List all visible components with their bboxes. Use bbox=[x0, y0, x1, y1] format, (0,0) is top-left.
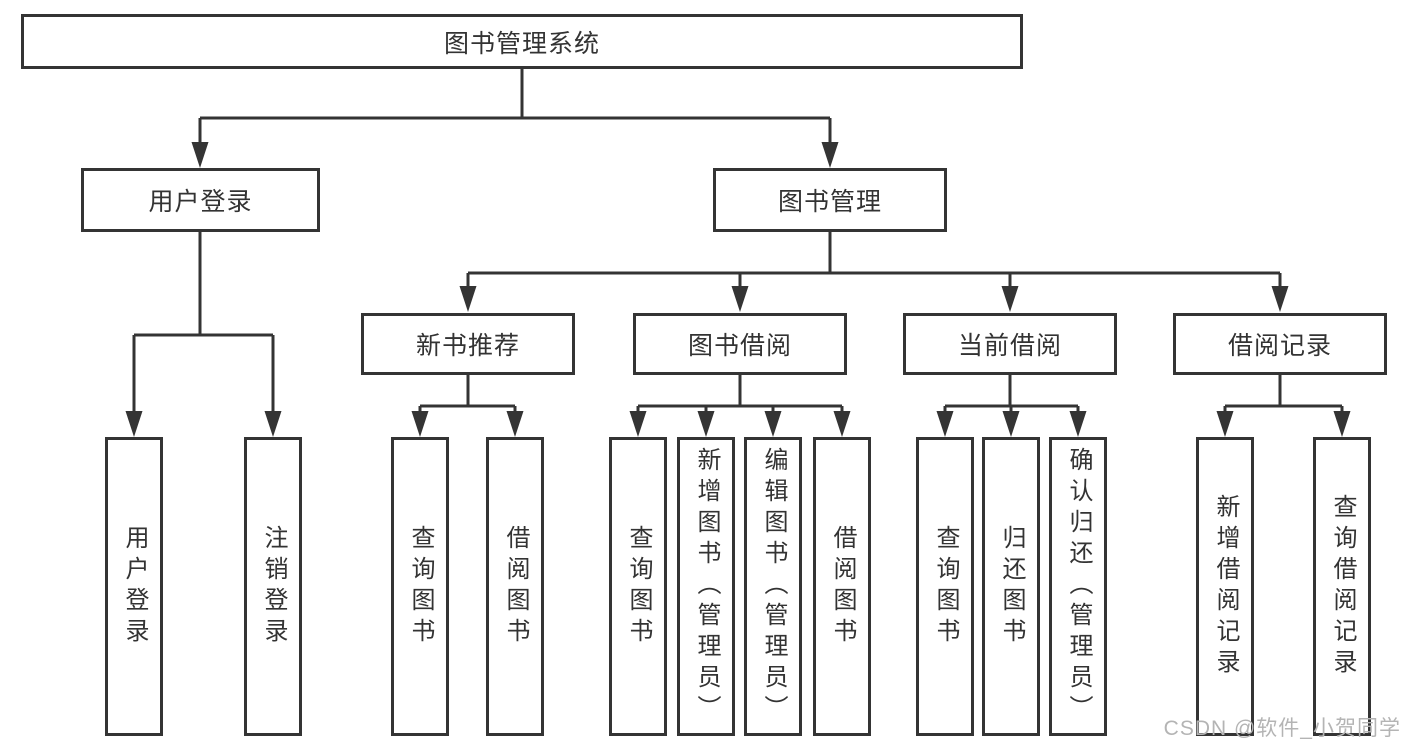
node-new-book-recommend: 新书推荐 bbox=[361, 313, 575, 375]
leaf-record-query-borrow-record: 查询借阅记录 bbox=[1313, 437, 1371, 736]
leaf-logout-login: 注销登录 bbox=[244, 437, 302, 736]
node-book-management: 图书管理 bbox=[713, 168, 947, 232]
node-library-management-system: 图书管理系统 bbox=[21, 14, 1023, 69]
node-user-login: 用户登录 bbox=[81, 168, 320, 232]
leaf-current-confirm-return-admin: 确认归还（管理员） bbox=[1049, 437, 1107, 736]
connector-borrow-record-split bbox=[1223, 375, 1344, 415]
connector-book-borrow-split bbox=[636, 375, 844, 415]
node-book-borrowing: 图书借阅 bbox=[633, 313, 847, 375]
node-borrowing-records: 借阅记录 bbox=[1173, 313, 1387, 375]
leaf-current-return-book: 归还图书 bbox=[982, 437, 1040, 736]
leaf-current-query-book: 查询图书 bbox=[916, 437, 974, 736]
leaf-borrowing-edit-book-admin: 编辑图书（管理员） bbox=[744, 437, 802, 736]
leaf-borrowing-add-book-admin: 新增图书（管理员） bbox=[677, 437, 735, 736]
connector-book-mgmt-split bbox=[466, 232, 1282, 290]
leaf-recommend-query-book: 查询图书 bbox=[391, 437, 449, 736]
leaf-user-login: 用户登录 bbox=[105, 437, 163, 736]
connector-user-login-split bbox=[132, 232, 275, 415]
leaf-borrowing-query-book: 查询图书 bbox=[609, 437, 667, 736]
leaf-borrowing-borrow-book: 借阅图书 bbox=[813, 437, 871, 736]
connector-new-book-split bbox=[418, 375, 517, 415]
leaf-recommend-borrow-book: 借阅图书 bbox=[486, 437, 544, 736]
csdn-watermark: CSDN @软件_小贺同学 bbox=[1163, 717, 1401, 740]
leaf-record-add-borrow-record: 新增借阅记录 bbox=[1196, 437, 1254, 736]
connector-root-split bbox=[198, 69, 832, 146]
node-current-borrowing: 当前借阅 bbox=[903, 313, 1117, 375]
connector-current-borrow-split bbox=[943, 375, 1080, 415]
